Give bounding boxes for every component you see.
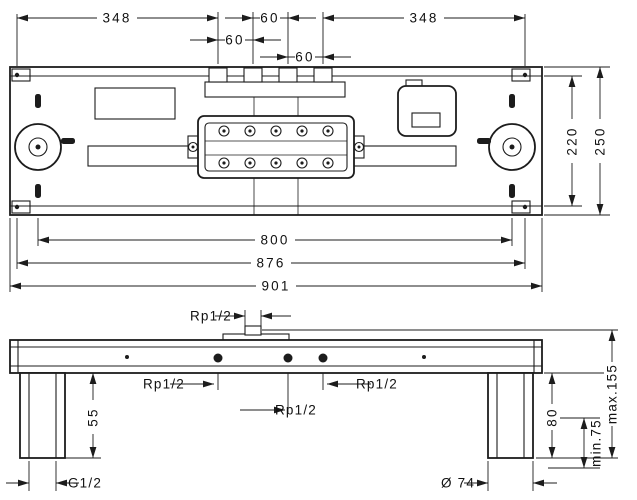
top-port [313, 67, 333, 83]
fixing-hole [14, 72, 20, 78]
outlet-box [397, 79, 457, 137]
profile-bar [9, 325, 543, 374]
dim-60-a: 60 [225, 11, 316, 26]
dim-rp-middle: Rp1/2 [240, 403, 317, 418]
dim-rp-right-label: Rp1/2 [356, 377, 398, 392]
dim-rp-top: Rp1/2 [190, 309, 291, 328]
bottom-port [318, 353, 328, 363]
left-foot [19, 372, 66, 459]
bottom-port [283, 353, 293, 363]
dim-60-b-label: 60 [225, 33, 244, 48]
dim-220: 220 [564, 76, 580, 206]
dim-rp-top-label: Rp1/2 [190, 309, 232, 324]
dim-rp-left: Rp1/2 [143, 377, 214, 392]
dim-rp-right: Rp1/2 [327, 377, 398, 392]
side-view: Rp1/2 Rp1/2 Rp1/2 Rp1/2 [6, 309, 620, 491]
top-ports [204, 67, 346, 215]
dim-min75-label: min.75 [589, 419, 604, 467]
fixing-hole [522, 204, 528, 210]
dim-g12-label: G1/2 [68, 476, 102, 491]
dim-diameter-74: Ø 74 [441, 476, 557, 491]
dim-876: 876 [17, 256, 525, 271]
label-plate [94, 87, 176, 120]
dim-diameter-74-label: Ø 74 [441, 476, 475, 491]
dim-348-right: 348 [323, 11, 525, 26]
dim-220-label: 220 [565, 126, 580, 155]
dim-60-c-label: 60 [295, 50, 314, 65]
front-dimensions: 348 60 348 60 [9, 11, 610, 294]
dim-250: 250 [592, 67, 608, 215]
fixing-hole [522, 72, 528, 78]
fastening-clips [35, 94, 515, 198]
left-adjustment-wheel [14, 123, 62, 171]
dim-55-label: 55 [86, 407, 101, 426]
dim-max155: max.155 [604, 330, 620, 458]
dim-348-left-label: 348 [102, 11, 131, 26]
dim-348-left: 348 [17, 11, 218, 26]
front-view: 348 60 348 60 [9, 11, 610, 294]
dim-rp-middle-label: Rp1/2 [275, 403, 317, 418]
dim-80: 80 [544, 373, 560, 458]
manifold-screws [187, 125, 365, 169]
dim-60-b: 60 [190, 33, 281, 48]
mixer-manifold [187, 115, 365, 179]
dim-901: 901 [10, 279, 542, 294]
dim-rp-left-label: Rp1/2 [143, 377, 185, 392]
bottom-port [213, 353, 223, 363]
fixing-hole [14, 204, 20, 210]
top-port [278, 67, 298, 83]
dim-348-right-label: 348 [409, 11, 438, 26]
dim-min75: min.75 [580, 418, 604, 468]
top-port [208, 67, 228, 83]
top-port [243, 67, 263, 83]
dim-250-label: 250 [593, 126, 608, 155]
dim-800-label: 800 [260, 233, 289, 248]
dim-876-label: 876 [256, 256, 285, 271]
right-adjustment-wheel [488, 123, 536, 171]
dim-60-c: 60 [260, 50, 351, 65]
dim-800: 800 [38, 233, 512, 248]
dim-g12: G1/2 [6, 476, 102, 491]
dim-60-a-label: 60 [260, 11, 279, 26]
right-foot [487, 372, 534, 459]
side-dimensions: Rp1/2 Rp1/2 Rp1/2 Rp1/2 [6, 309, 620, 491]
dim-901-label: 901 [261, 279, 290, 294]
dim-55: 55 [65, 373, 101, 459]
dim-80-label: 80 [545, 407, 560, 426]
dim-max155-label: max.155 [605, 364, 620, 424]
top-port-nub [244, 325, 262, 336]
